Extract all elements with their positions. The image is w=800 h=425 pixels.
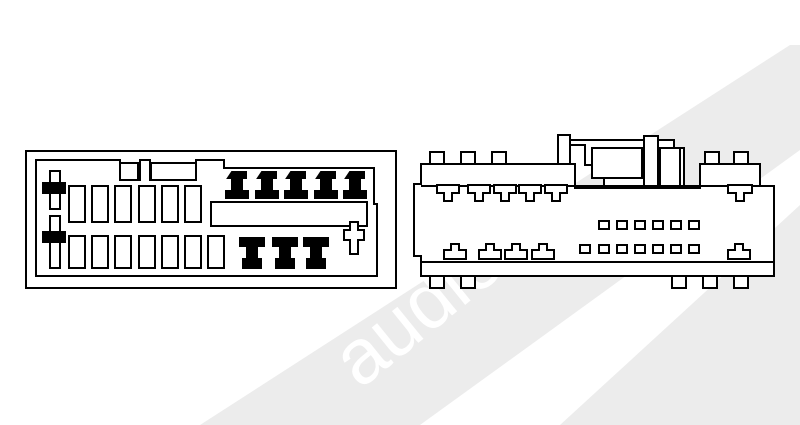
left-outline-terminal	[343, 221, 365, 255]
square-cavity	[688, 220, 700, 230]
left-connector-inner-tab-2	[150, 162, 197, 181]
cavity	[91, 185, 109, 223]
terminal	[518, 184, 542, 202]
bottom-nub	[671, 275, 687, 289]
square-cavity	[598, 244, 610, 254]
terminal	[443, 243, 467, 260]
square-cavity	[616, 220, 628, 230]
terminal	[343, 171, 367, 199]
cavity	[114, 235, 132, 269]
left-black-upper-terminals	[225, 171, 367, 199]
square-cavity	[652, 220, 664, 230]
bottom-nub	[429, 275, 445, 289]
square-cavity	[670, 244, 682, 254]
right-upper-terminals	[436, 184, 753, 202]
right-lower-terminals	[443, 243, 751, 260]
terminal	[531, 243, 555, 260]
terminal	[272, 237, 298, 269]
top-nub	[733, 151, 749, 165]
terminal	[436, 184, 460, 202]
terminal	[239, 237, 265, 269]
square-cavity	[598, 220, 610, 230]
bottom-nub	[733, 275, 749, 289]
square-cavity	[634, 244, 646, 254]
terminal	[255, 171, 279, 199]
cavity	[138, 185, 156, 223]
left-lower-cavity-row	[68, 235, 225, 269]
left-side-key-lower	[42, 215, 66, 269]
left-connector-inner-tab-1	[119, 162, 139, 181]
right-latch	[557, 134, 685, 189]
terminal	[225, 171, 249, 199]
terminal	[727, 243, 751, 260]
terminal	[504, 243, 528, 260]
left-black-lower-terminals	[239, 237, 329, 269]
cavity	[161, 185, 179, 223]
bottom-nub	[702, 275, 718, 289]
terminal	[314, 171, 338, 199]
left-side-key-upper	[42, 170, 66, 210]
cavity	[68, 235, 86, 269]
square-cavity	[616, 244, 628, 254]
cavity	[161, 235, 179, 269]
cavity	[184, 235, 202, 269]
terminal	[467, 184, 491, 202]
right-square-row-lower	[579, 244, 700, 254]
terminal	[727, 184, 753, 202]
square-cavity	[688, 244, 700, 254]
left-upper-cavity-row	[68, 185, 202, 223]
top-nub	[704, 151, 720, 165]
right-connector	[413, 134, 775, 289]
terminal	[284, 171, 308, 199]
terminal	[544, 184, 568, 202]
right-square-row-upper	[598, 220, 700, 230]
square-cavity	[579, 244, 591, 254]
terminal	[493, 184, 517, 202]
cavity	[207, 235, 225, 269]
terminal	[478, 243, 502, 260]
top-nub	[491, 151, 507, 165]
cavity	[68, 185, 86, 223]
top-nub	[429, 151, 445, 165]
square-cavity	[652, 244, 664, 254]
bottom-nub	[460, 275, 476, 289]
left-connector-center-bar	[210, 201, 368, 227]
left-connector	[25, 150, 397, 289]
cavity	[114, 185, 132, 223]
top-nub	[460, 151, 476, 165]
cavity	[91, 235, 109, 269]
terminal	[303, 237, 329, 269]
square-cavity	[634, 220, 646, 230]
cavity	[184, 185, 202, 223]
square-cavity	[670, 220, 682, 230]
cavity	[138, 235, 156, 269]
